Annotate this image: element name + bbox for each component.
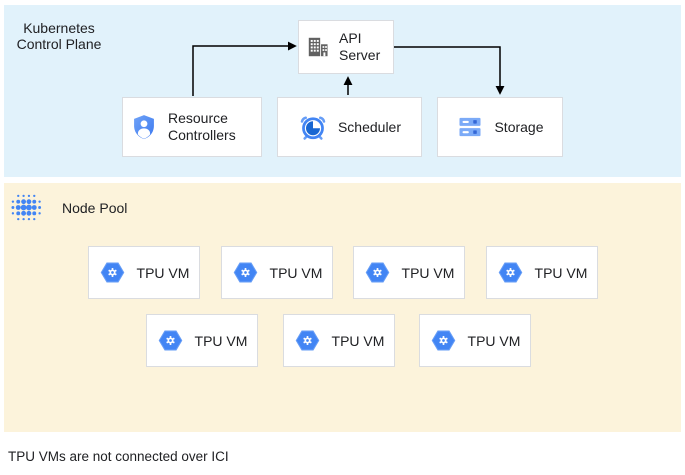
api-server-label: API Server [339, 30, 381, 63]
shield-user-icon [130, 113, 158, 141]
tpu-hexagon-icon [497, 260, 524, 285]
scheduler-node: Scheduler [277, 97, 422, 157]
scheduler-label: Scheduler [337, 118, 402, 135]
tpu-hexagon-icon [430, 328, 457, 353]
tpu-hexagon-icon [364, 260, 391, 285]
tpu-vm-node: TPU VM [419, 314, 531, 367]
tpu-vm-node: TPU VM [353, 246, 465, 299]
tpu-hexagon-icon [157, 328, 184, 353]
tpu-vm-node: TPU VM [221, 246, 333, 299]
tpu-vm-label: TPU VM [136, 264, 190, 281]
tpu-vm-label: TPU VM [194, 332, 248, 349]
tpu-vm-label: TPU VM [269, 264, 323, 281]
server-stack-icon [456, 113, 484, 141]
storage-node: Storage [437, 97, 563, 157]
tpu-vm-label: TPU VM [401, 264, 455, 281]
tpu-vm-label: TPU VM [331, 332, 385, 349]
control-plane-title: Kubernetes Control Plane [16, 20, 102, 52]
tpu-vm-node: TPU VM [486, 246, 598, 299]
tpu-hexagon-icon [232, 260, 259, 285]
tpu-hexagon-icon [294, 328, 321, 353]
tpu-vm-node: TPU VM [146, 314, 258, 367]
tpu-vm-node: TPU VM [283, 314, 395, 367]
tpu-hexagon-icon [99, 260, 126, 285]
resource-controllers-node: Resource Controllers [122, 97, 262, 157]
dot-grid-icon [10, 191, 43, 224]
tpu-vm-label: TPU VM [534, 264, 588, 281]
resource-controllers-label: Resource Controllers [168, 110, 236, 143]
node-pool-title: Node Pool [62, 200, 128, 216]
building-icon [305, 34, 331, 60]
storage-label: Storage [494, 118, 544, 135]
alarm-clock-icon [298, 112, 328, 142]
footnote-text: TPU VMs are not connected over ICI [8, 449, 229, 464]
tpu-vm-label: TPU VM [467, 332, 521, 349]
node-pool-zone [4, 183, 681, 432]
api-server-node: API Server [298, 20, 394, 74]
tpu-vm-node: TPU VM [88, 246, 200, 299]
